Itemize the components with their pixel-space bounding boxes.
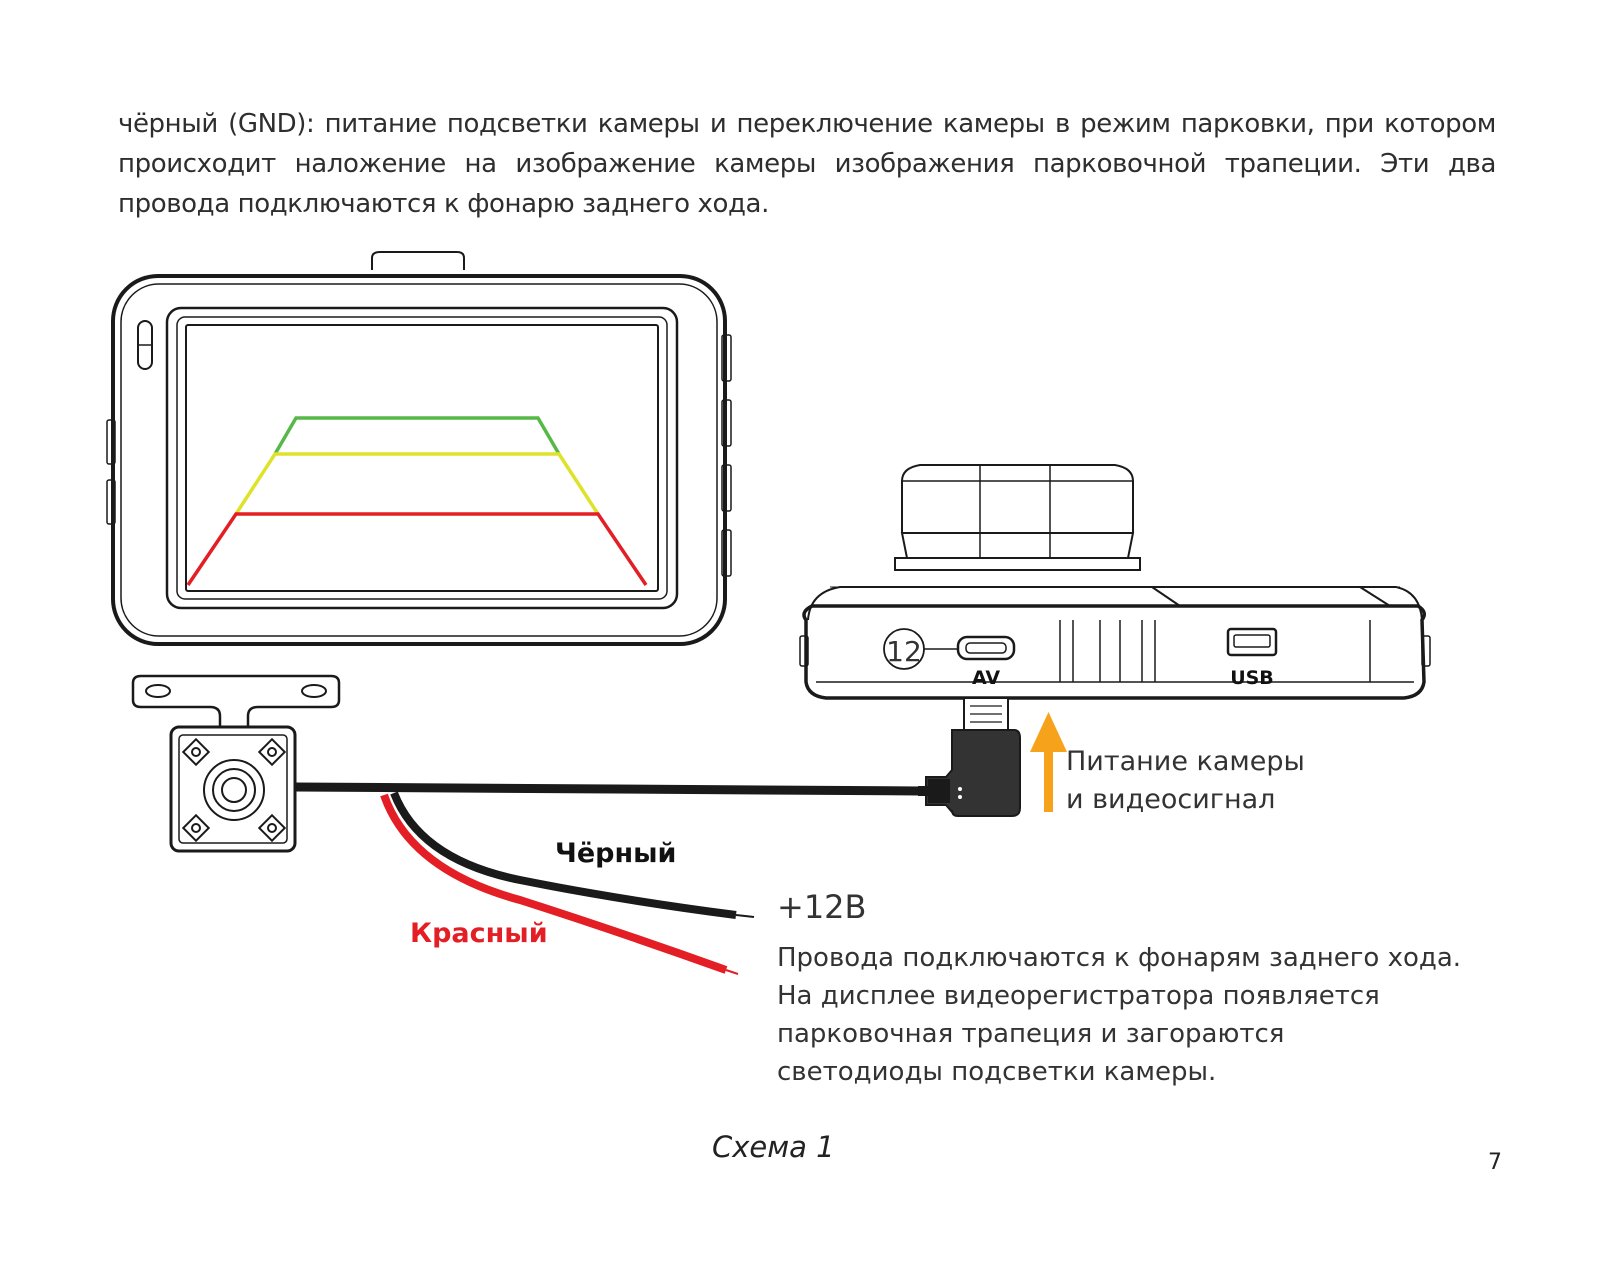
av-port-label: AV	[972, 667, 1000, 689]
av-plug-connector	[918, 697, 1021, 817]
intro-paragraph: чёрный (GND): питание подсветки камеры и…	[118, 109, 1496, 219]
voltage-label: +12В	[777, 888, 867, 926]
trapezoid-yellow-line	[234, 452, 600, 515]
power-label-line2: и видеосигнал	[1066, 784, 1276, 815]
trapezoid-green-line	[273, 416, 561, 455]
description-line3: парковочная трапеция и загораются	[777, 1019, 1285, 1049]
trapezoid-red-line	[186, 512, 648, 586]
av-cable	[294, 782, 921, 796]
figure-caption: Схема 1	[712, 1130, 835, 1164]
usb-port-label: USB	[1230, 667, 1274, 689]
black-wire-label: Чёрный	[555, 838, 677, 869]
dashcam-side-view	[799, 464, 1431, 700]
power-video-label: Питание камеры и видеосигнал	[1066, 743, 1305, 819]
cables	[294, 782, 921, 975]
description-line2: На дисплее видеорегистратора появляется	[777, 981, 1380, 1011]
description-line4: светодиоды подсветки камеры.	[777, 1057, 1217, 1087]
port-number: 12	[886, 635, 922, 668]
page-number: 7	[1488, 1150, 1502, 1175]
red-wire-label: Красный	[410, 918, 548, 949]
parking-trapezoid	[186, 416, 648, 586]
black-wire	[390, 791, 737, 919]
red-wire	[380, 793, 728, 974]
dashcam-front-view	[106, 251, 732, 646]
power-arrow	[1030, 712, 1067, 812]
description-line1: Провода подключаются к фонарям заднего х…	[777, 943, 1462, 973]
power-label-line1: Питание камеры	[1066, 746, 1305, 777]
wiring-description: Провода подключаются к фонарям заднего х…	[777, 939, 1461, 1091]
rear-camera	[131, 674, 341, 853]
